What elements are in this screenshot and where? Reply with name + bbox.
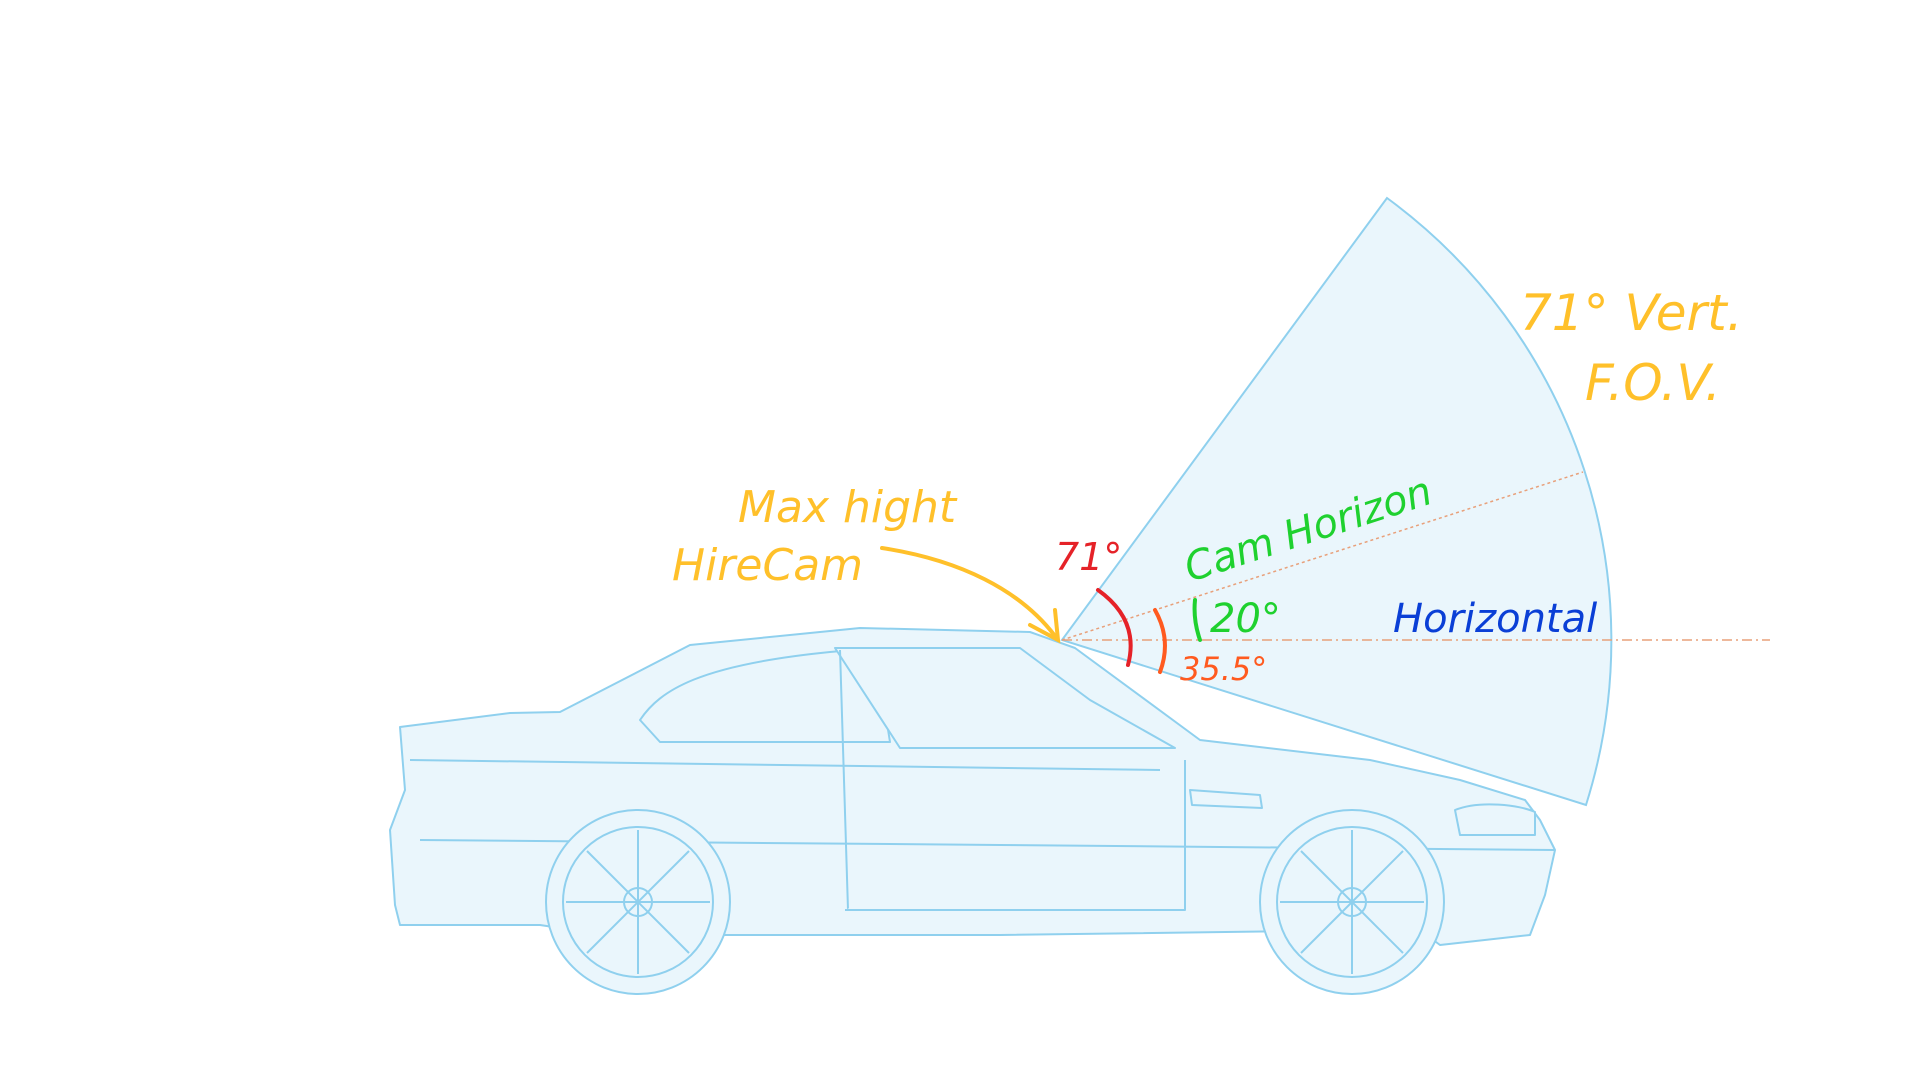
horizontal-label: Horizontal <box>1393 596 1597 642</box>
fov-label-line1: 71° Vert. <box>1520 284 1743 342</box>
lower-angle-label: 35.5° <box>1180 650 1267 688</box>
max-height-label: Max hight <box>738 482 958 533</box>
hirecam-arrow <box>880 546 1057 638</box>
fov-angle-arc <box>1096 588 1133 667</box>
lower-angle-arc <box>1153 608 1167 674</box>
cam-horizon-line <box>1061 471 1584 641</box>
fov-label-line2: F.O.V. <box>1585 354 1721 412</box>
wheel-spokes <box>566 830 1424 974</box>
hirecam-label: HireCam <box>672 540 863 591</box>
fov-cone <box>1060 196 1613 807</box>
arrow-head-icon <box>1028 608 1061 644</box>
tilt-angle-arc <box>1192 598 1202 642</box>
tilt-angle-label: 20° <box>1210 596 1281 642</box>
fov-angle-label: 71° <box>1055 535 1122 579</box>
